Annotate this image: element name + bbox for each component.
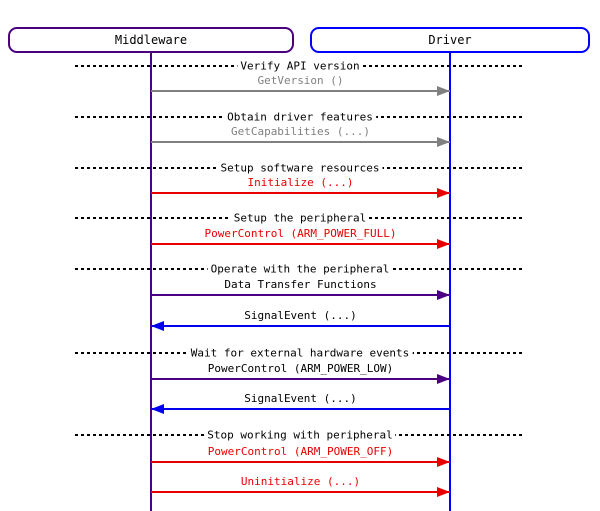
- lifeline-middleware: [150, 53, 152, 511]
- message-line: [151, 243, 450, 245]
- message-line: [151, 294, 450, 296]
- divider-label: Wait for external hardware events: [187, 346, 413, 360]
- divider-label: Setup software resources: [217, 161, 383, 175]
- arrowhead-left-icon: [151, 321, 164, 331]
- message-label: GetVersion (): [257, 74, 344, 87]
- lifeline-driver: [449, 53, 451, 511]
- message-label: Uninitialize (...): [240, 475, 361, 488]
- arrowhead-left-icon: [151, 404, 164, 414]
- message-line: [151, 461, 450, 463]
- arrowhead-right-icon: [437, 457, 450, 467]
- message-line: [151, 408, 450, 410]
- message-label: Data Transfer Functions: [224, 278, 377, 291]
- divider-label: Stop working with peripheral: [204, 428, 396, 442]
- message-label: PowerControl (ARM_POWER_LOW): [207, 362, 394, 375]
- message-label: PowerControl (ARM_POWER_OFF): [207, 445, 394, 458]
- arrowhead-right-icon: [437, 188, 450, 198]
- divider-label: Setup the peripheral: [230, 211, 370, 225]
- entity-middleware-label: Middleware: [114, 33, 188, 47]
- divider-label: Obtain driver features: [224, 110, 376, 124]
- divider-label: Operate with the peripheral: [207, 262, 393, 276]
- divider-label: Verify API version: [237, 59, 363, 73]
- entity-middleware: Middleware: [8, 27, 294, 53]
- message-line: [151, 192, 450, 194]
- message-label: GetCapabilities (...): [230, 125, 371, 138]
- entity-driver-label: Driver: [428, 33, 472, 47]
- arrowhead-right-icon: [437, 239, 450, 249]
- arrowhead-right-icon: [437, 290, 450, 300]
- message-line: [151, 491, 450, 493]
- message-line: [151, 90, 450, 92]
- arrowhead-right-icon: [437, 86, 450, 96]
- arrowhead-right-icon: [437, 374, 450, 384]
- message-label: SignalEvent (...): [244, 309, 357, 322]
- message-label: PowerControl (ARM_POWER_FULL): [204, 227, 397, 240]
- entity-driver: Driver: [310, 27, 590, 53]
- message-line: [151, 141, 450, 143]
- arrowhead-right-icon: [437, 487, 450, 497]
- message-line: [151, 378, 450, 380]
- message-line: [151, 325, 450, 327]
- message-label: SignalEvent (...): [244, 392, 357, 405]
- message-label: Initialize (...): [247, 176, 354, 189]
- arrowhead-right-icon: [437, 137, 450, 147]
